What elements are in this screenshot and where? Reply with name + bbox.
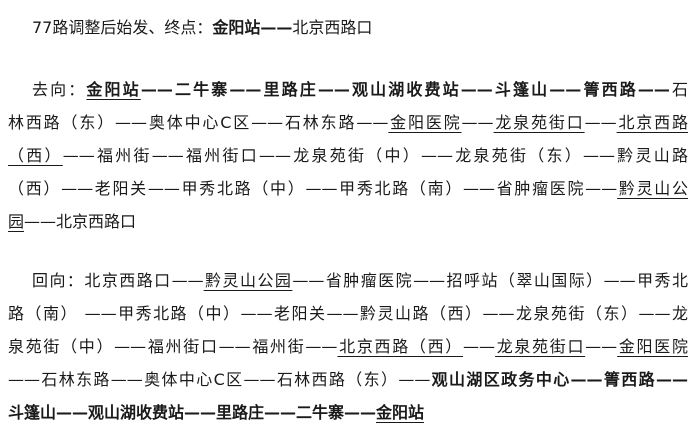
route-text: ——	[584, 113, 617, 132]
route-text: 林西路（东）——奥体中心C区——石林东路——	[8, 113, 389, 132]
route-text: ——石林东路——奥体中心C区——石林西路（东）——	[8, 370, 431, 389]
route-text: 金阳站——	[212, 18, 293, 37]
outbound-line: 林西路（东）——奥体中心C区——石林东路——金阳医院——龙泉苑街口——北京西路	[8, 106, 688, 139]
route-text: ——	[585, 337, 618, 356]
route-text: ——	[463, 337, 495, 356]
underlined-stop: 北京西路（西）	[337, 337, 463, 356]
underlined-stop: 龙泉苑街口	[493, 113, 585, 132]
route-text: 路（南） ——甲秀北路（中）——老阳关——黔灵山路（西）——龙泉苑街（东）——龙	[8, 304, 688, 323]
route-text: 北京西路口	[292, 18, 373, 37]
underlined-stop: 北京西路	[616, 113, 688, 132]
outbound-line: 园——北京西路口	[8, 205, 688, 238]
inbound-line: 路（南） ——甲秀北路（中）——老阳关——黔灵山路（西）——龙泉苑街（东）——龙	[8, 297, 688, 330]
route-text: 石	[669, 80, 688, 99]
inbound-line: 斗篷山——观山湖收费站——里路庄——二牛寨——金阳站	[8, 396, 688, 429]
underlined-stop: （西）	[8, 146, 63, 165]
route-text: ——	[461, 113, 494, 132]
route-text: 斗篷山——观山湖收费站——里路庄——二牛寨——	[8, 403, 377, 422]
route-text: ——北京西路口	[24, 212, 137, 231]
title-line: 77路调整后始发、终点：金阳站——北京西路口	[8, 11, 688, 44]
underlined-stop: 龙泉苑街口	[495, 337, 586, 356]
route-text: ——二牛寨——里路庄——观山湖收费站——斗篷山——箐西路——	[140, 80, 670, 99]
route-text: ——省肿瘤医院——招呼站（翠山国际）——甲秀北	[292, 271, 688, 290]
outbound-line: （西）——老阳关——甲秀北路（中）——甲秀北路（南）——省肿瘤医院——黔灵山公	[8, 172, 688, 205]
route-text: （西）——老阳关——甲秀北路（中）——甲秀北路（南）——省肿瘤医院——	[8, 179, 618, 198]
route-text: 77路调整后始发、终点：	[32, 18, 213, 37]
inbound-route: 回向：北京西路口——黔灵山公园——省肿瘤医院——招呼站（翠山国际）——甲秀北路（…	[8, 264, 688, 429]
underlined-stop: 黔灵山公	[617, 179, 688, 198]
inbound-line: 回向：北京西路口——黔灵山公园——省肿瘤医院——招呼站（翠山国际）——甲秀北	[8, 264, 688, 297]
route-title: 77路调整后始发、终点：金阳站——北京西路口	[8, 11, 688, 44]
route-text: 泉苑街（中）——福州街口——福州街——	[8, 337, 338, 356]
route-text: 观山湖区政务中心——箐西路——	[430, 370, 688, 389]
route-text: ——福州街——福州街口——龙泉苑街（中）——龙泉苑街（东）——黔灵山路	[62, 146, 688, 165]
underlined-stop: 金阳医院	[617, 337, 688, 356]
outbound-line: 去向：金阳站——二牛寨——里路庄——观山湖收费站——斗篷山——箐西路——石	[8, 73, 688, 106]
underlined-stop: 金阳医院	[388, 113, 462, 132]
underlined-stop: 黔灵山公园	[203, 271, 293, 290]
outbound-line: （西）——福州街——福州街口——龙泉苑街（中）——龙泉苑街（东）——黔灵山路	[8, 139, 688, 172]
inbound-line: ——石林东路——奥体中心C区——石林西路（东）——观山湖区政务中心——箐西路——	[8, 363, 688, 396]
underlined-stop: 金阳站	[376, 403, 425, 422]
underlined-stop: 园	[8, 212, 25, 231]
outbound-route: 去向：金阳站——二牛寨——里路庄——观山湖收费站——斗篷山——箐西路——石林西路…	[8, 73, 688, 238]
route-text: 回向：北京西路口——	[32, 271, 204, 290]
underlined-stop: 金阳站	[86, 80, 141, 99]
inbound-line: 泉苑街（中）——福州街口——福州街——北京西路（西）——龙泉苑街口——金阳医院	[8, 330, 688, 363]
route-text: 去向：	[32, 80, 87, 99]
